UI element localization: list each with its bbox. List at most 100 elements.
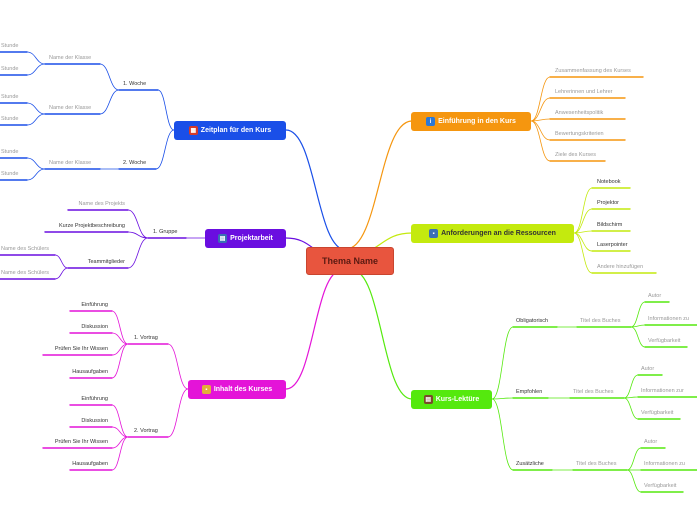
schedule-hour[interactable]: Stunde <box>1 66 19 72</box>
info-icon: i <box>426 117 436 126</box>
connector-content-talk <box>167 343 189 390</box>
connector-schedule-hour <box>26 168 46 181</box>
resources-item[interactable]: Bildschirm <box>597 222 623 228</box>
connector-resources-item <box>573 232 593 274</box>
project-member[interactable]: Name des Schülers <box>1 246 49 252</box>
schedule-class[interactable]: Name der Klasse <box>49 160 92 166</box>
schedule-class[interactable]: Name der Klasse <box>49 105 92 111</box>
central-topic-label: Thema Name <box>321 255 379 266</box>
schedule-week[interactable]: 1. Woche <box>123 81 147 87</box>
schedule-hour[interactable]: Stunde <box>1 171 19 177</box>
content-item[interactable]: Prüfen Sie Ihr Wissen <box>54 346 108 352</box>
schedule-hour[interactable]: Stunde <box>1 43 19 49</box>
connector-schedule-hour <box>26 157 46 170</box>
branch-title: Projektarbeit <box>230 235 273 242</box>
branch-title: Anforderungen an die Ressourcen <box>441 230 556 237</box>
branch-resources[interactable]: ▪Anforderungen an die Ressourcen <box>411 224 574 243</box>
connector-reading-leaf <box>623 397 639 420</box>
reading-leaf[interactable]: Verfügbarkeit <box>641 410 674 416</box>
schedule-hour[interactable]: Stunde <box>1 149 19 155</box>
connector-intro-item <box>530 97 551 122</box>
reading-book[interactable]: Titel des Buches <box>580 318 621 324</box>
connector-schedule <box>285 129 347 251</box>
calendar-icon: ▦ <box>188 126 198 135</box>
reading-leaf[interactable]: Informationen zur <box>641 388 684 394</box>
connector-schedule-class <box>99 89 120 115</box>
branch-title: Kurs-Lektüre <box>435 396 480 403</box>
project-item[interactable]: Teammitglieder <box>87 259 125 265</box>
content-item[interactable]: Prüfen Sie Ihr Wissen <box>54 439 108 445</box>
resources-item[interactable]: Laserpointer <box>597 242 628 248</box>
intro-item[interactable]: Lehrerinnen und Lehrer <box>555 89 613 95</box>
reading-leaf[interactable]: Autor <box>648 293 662 299</box>
content-item[interactable]: Hausaufgaben <box>72 369 108 375</box>
reading-group[interactable]: Zusätzliche <box>516 461 544 467</box>
intro-item[interactable]: Zusammenfassung des Kurses <box>555 68 631 74</box>
connector-schedule-hour <box>26 113 46 126</box>
connector-reading-leaf <box>630 326 646 348</box>
reading-book[interactable]: Titel des Buches <box>573 389 614 395</box>
project-item[interactable]: Name des Projekts <box>78 201 125 207</box>
intro-item[interactable]: Bewertungskriterien <box>555 131 604 137</box>
folder-icon: ▪ <box>201 385 211 394</box>
connector-reading-leaf <box>626 469 642 493</box>
schedule-week[interactable]: 2. Woche <box>123 160 147 166</box>
reading-book[interactable]: Titel des Buches <box>576 461 617 467</box>
connector-resources-item <box>573 208 593 234</box>
monitor-icon: ▪ <box>429 229 439 238</box>
reading-leaf[interactable]: Informationen zu <box>648 316 689 322</box>
connector-reading-leaf <box>623 374 639 399</box>
schedule-hour[interactable]: Stunde <box>1 116 19 122</box>
resources-item[interactable]: Projektor <box>597 200 620 206</box>
reading-leaf[interactable]: Autor <box>641 366 655 372</box>
connector-schedule-hour <box>26 102 46 115</box>
connector-intro-item <box>530 76 551 122</box>
connector-schedule-hour <box>26 63 46 76</box>
schedule-class[interactable]: Name der Klasse <box>49 55 92 61</box>
connector-reading-group <box>491 397 514 400</box>
connector-reading-group <box>491 398 514 471</box>
reading-leaf[interactable]: Autor <box>644 439 658 445</box>
branch-title: Inhalt des Kurses <box>213 386 273 393</box>
branch-schedule[interactable]: ▦Zeitplan für den Kurs <box>174 121 286 140</box>
project-member[interactable]: Name des Schülers <box>1 270 49 276</box>
connector-intro-item <box>530 120 551 162</box>
content-item[interactable]: Diskussion <box>81 324 108 330</box>
schedule-hour[interactable]: Stunde <box>1 94 19 100</box>
branch-title: Zeitplan für den Kurs <box>200 127 272 134</box>
connector-content-item <box>111 310 129 345</box>
branch-content[interactable]: ▪Inhalt des Kurses <box>188 380 286 399</box>
reading-leaf[interactable]: Verfügbarkeit <box>644 483 677 489</box>
content-item[interactable]: Einführung <box>81 396 108 402</box>
intro-item[interactable]: Ziele des Kurses <box>555 152 596 158</box>
connector-reading-leaf <box>630 301 646 328</box>
connector-content-item <box>111 426 129 438</box>
content-item[interactable]: Einführung <box>81 302 108 308</box>
project-item[interactable]: Kurze Projektbeschreibung <box>58 223 125 229</box>
clipboard-icon: ▤ <box>218 234 228 243</box>
connector-content-item <box>111 404 129 438</box>
branch-project[interactable]: ▤Projektarbeit <box>205 229 286 248</box>
connector-content-item <box>111 343 129 379</box>
content-item[interactable]: Diskussion <box>81 418 108 424</box>
connector-content-item <box>111 332 129 345</box>
connector-schedule-week <box>155 129 175 170</box>
reading-leaf[interactable]: Verfügbarkeit <box>648 338 681 344</box>
reading-group[interactable]: Empfohlen <box>516 389 543 395</box>
project-group[interactable]: 1. Gruppe <box>153 229 178 235</box>
central-topic[interactable]: Thema Name <box>306 247 394 275</box>
reading-group[interactable]: Obligatorisch <box>516 318 549 324</box>
connector-content-item <box>111 436 129 471</box>
branch-title: Einführung in den Kurs <box>438 118 516 125</box>
resources-item[interactable]: Andere hinzufügen <box>597 264 644 270</box>
content-talk[interactable]: 1. Vortrag <box>134 335 158 341</box>
reading-leaf[interactable]: Informationen zu <box>644 461 685 467</box>
branch-reading[interactable]: ▤Kurs-Lektüre <box>411 390 492 409</box>
connector-schedule-class <box>99 63 120 91</box>
content-talk[interactable]: 2. Vortrag <box>134 428 158 434</box>
content-item[interactable]: Hausaufgaben <box>72 461 108 467</box>
intro-item[interactable]: Anwesenheitspolitik <box>555 110 604 116</box>
resources-item[interactable]: Notebook <box>597 179 621 185</box>
